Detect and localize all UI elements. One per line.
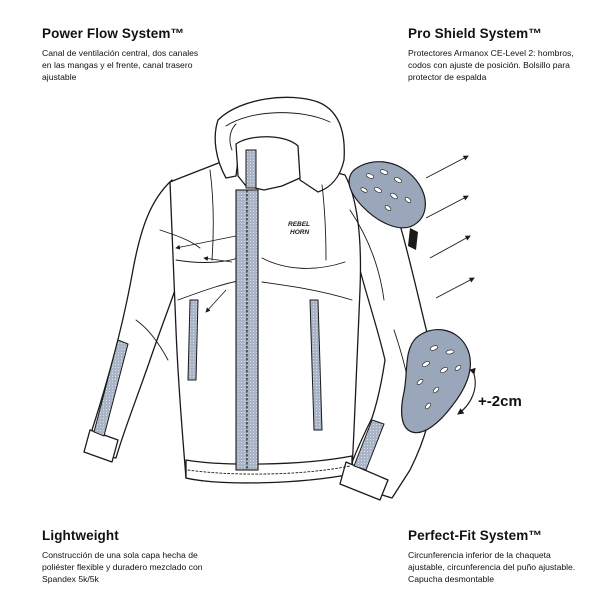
collar-vent (245, 149, 257, 189)
feature-pro-shield: Pro Shield System™ Protectores Armanox C… (408, 26, 583, 83)
right-sleeve-vent (353, 419, 385, 471)
feature-power-flow: Power Flow System™ Canal de ventilación … (42, 26, 202, 83)
feature-power-flow-description: Canal de ventilación central, dos canale… (42, 48, 199, 83)
central-vent (235, 189, 259, 471)
feature-perfect-fit-description: Circunferencia inferior de la chaqueta a… (408, 550, 576, 585)
feature-pro-shield-description: Protectores Armanox CE-Level 2: hombros,… (408, 48, 574, 83)
feature-perfect-fit-title: Perfect-Fit System™ (408, 528, 542, 543)
feature-power-flow-title: Power Flow System™ (42, 26, 185, 41)
chest-logo: REBEL HORN (288, 221, 310, 236)
feature-lightweight-title: Lightweight (42, 528, 119, 543)
shoulder-protector (348, 161, 426, 229)
logo-line-1: REBEL (288, 221, 310, 228)
jacket-body (169, 154, 362, 483)
right-cuff (339, 461, 389, 501)
left-sleeve-vent (93, 339, 129, 437)
elbow-protector (401, 329, 471, 434)
left-cuff (83, 429, 119, 463)
feature-lightweight: Lightweight Construcción de una sola cap… (42, 528, 217, 585)
feature-pro-shield-title: Pro Shield System™ (408, 26, 542, 41)
left-pocket-vent (187, 299, 199, 381)
elbow-adjust-arrow (457, 367, 476, 415)
feature-lightweight-description: Construcción de una sola capa hecha de p… (42, 550, 203, 585)
logo-line-2: HORN (290, 229, 309, 236)
hood (214, 96, 345, 193)
feature-perfect-fit: Perfect-Fit System™ Circunferencia infer… (408, 528, 583, 585)
right-pocket-vent (309, 299, 323, 431)
elbow-adjust-label: +-2cm (478, 393, 522, 410)
sleeve-logo-mark (408, 228, 418, 250)
